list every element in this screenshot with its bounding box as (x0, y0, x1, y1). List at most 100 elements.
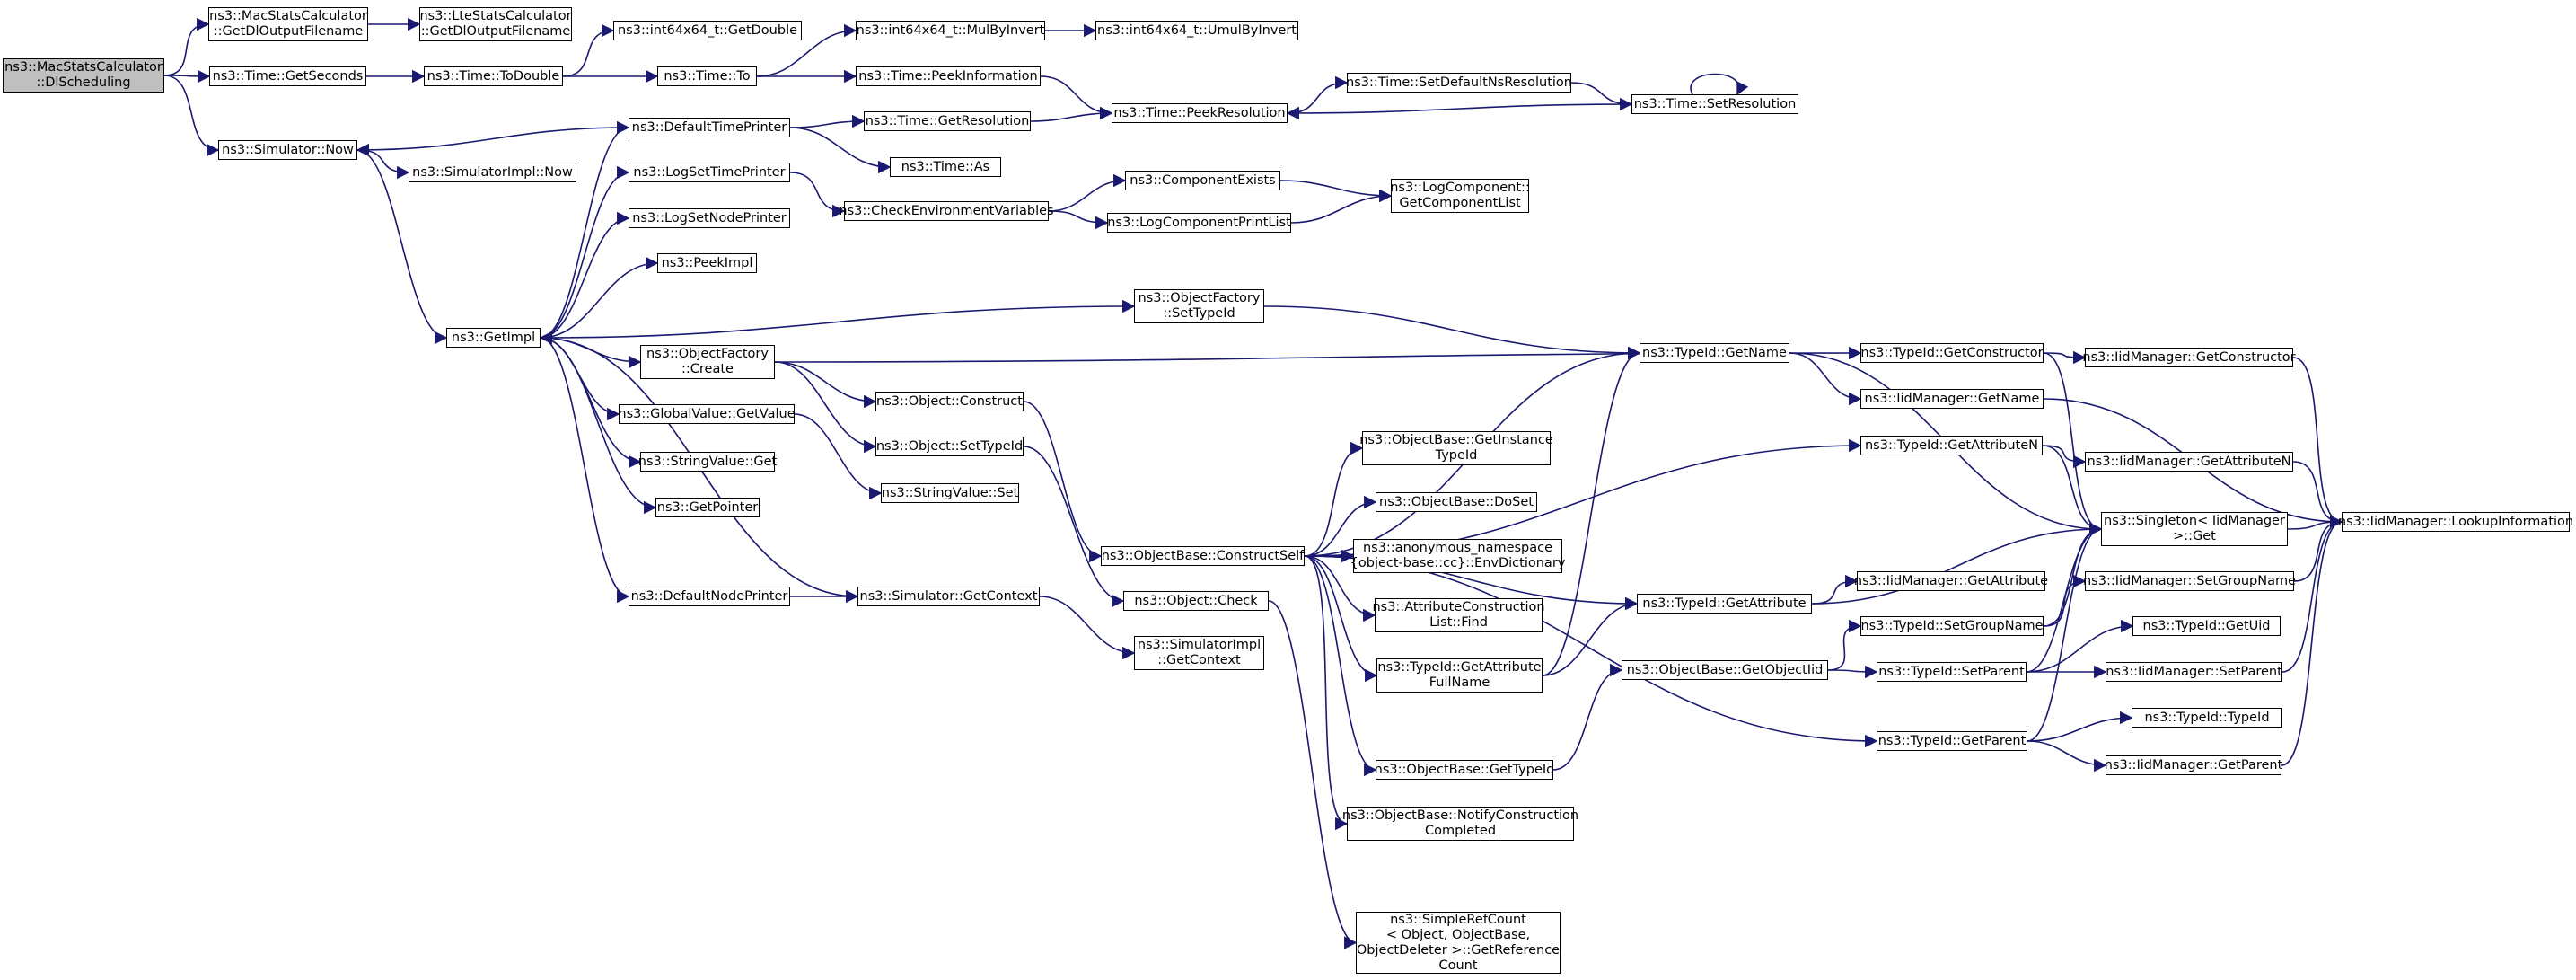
node-todouble[interactable]: ns3::Time::ToDouble (424, 66, 563, 86)
node-label-line: ns3::ObjectBase::GetObjectIid (1626, 662, 1824, 677)
node-iidgetattribute[interactable]: ns3::IidManager::GetAttribute (1854, 571, 2048, 591)
node-iidgetconstructor[interactable]: ns3::IidManager::GetConstructor (2082, 348, 2296, 367)
node-timeas[interactable]: ns3::Time::As (890, 157, 1001, 177)
node-obgettypeid[interactable]: ns3::ObjectBase::GetTypeId (1375, 760, 1554, 780)
node-peekimpl[interactable]: ns3::PeekImpl (657, 253, 757, 273)
node-mscgetdl[interactable]: ns3::MacStatsCalculator::GetDlOutputFile… (208, 7, 368, 41)
node-stringvalueget[interactable]: ns3::StringValue::Get (637, 452, 778, 472)
node-label-line: ns3::GetPointer (656, 499, 759, 515)
node-getimpl[interactable]: ns3::GetImpl (446, 328, 541, 348)
node-objcheck[interactable]: ns3::Object::Check (1123, 591, 1269, 611)
node-setdefaultns[interactable]: ns3::Time::SetDefaultNsResolution (1346, 73, 1572, 93)
node-peekresolution[interactable]: ns3::Time::PeekResolution (1112, 103, 1288, 123)
node-iidgetparent[interactable]: ns3::IidManager::GetParent (2105, 755, 2282, 775)
node-root[interactable]: ns3::MacStatsCalculator::DlScheduling (3, 58, 164, 93)
edge-typeidgetattrfullname-to-typeidgetname (1542, 346, 1641, 676)
edge-typeidsetparent-to-singletonget (2026, 522, 2103, 673)
node-getpointer[interactable]: ns3::GetPointer (655, 498, 760, 517)
node-lookupinformation[interactable]: ns3::IidManager::LookupInformation (2338, 512, 2573, 532)
node-label-line: ns3::TypeId::SetParent (1878, 664, 2025, 679)
node-label-line: ns3::IidManager::LookupInformation (2337, 514, 2574, 529)
node-logcompprintlist[interactable]: ns3::LogComponentPrintList (1107, 213, 1291, 233)
edge-getimpl-to-defaultnodeprinter (540, 337, 630, 604)
node-objsettypeid[interactable]: ns3::Object::SetTypeId (875, 437, 1024, 456)
node-typeidsetparent[interactable]: ns3::TypeId::SetParent (1877, 662, 2027, 682)
node-peekinformation[interactable]: ns3::Time::PeekInformation (856, 66, 1041, 86)
node-label-line: FullName (1429, 675, 1490, 690)
node-label-line: ns3::IidManager::SetGroupName (2082, 573, 2297, 588)
node-obdoset[interactable]: ns3::ObjectBase::DoSet (1376, 492, 1537, 512)
node-obgetobjectiid[interactable]: ns3::ObjectBase::GetObjectIid (1622, 660, 1828, 680)
node-componentexists[interactable]: ns3::ComponentExists (1125, 171, 1280, 190)
node-label-line: >::Get (2173, 529, 2216, 543)
node-label-line: ns3::CheckEnvironmentVariables (839, 203, 1054, 218)
node-obconstructself[interactable]: ns3::ObjectBase::ConstructSelf (1101, 546, 1305, 566)
node-envdictionary[interactable]: ns3::anonymous_namespace{object-base::cc… (1350, 539, 1565, 573)
node-label-line: ns3::TypeId::GetAttributeN (1864, 437, 2038, 453)
edge-iidsetparent-to-lookupinformation (2281, 515, 2343, 673)
node-label-line: ns3::GetImpl (451, 330, 536, 345)
node-checkenv[interactable]: ns3::CheckEnvironmentVariables (839, 201, 1054, 221)
node-label-line: ns3::TypeId::GetParent (1877, 733, 2027, 748)
node-simimplgetcontext[interactable]: ns3::SimulatorImpl::GetContext (1134, 636, 1264, 670)
node-singletonget[interactable]: ns3::Singleton< IidManager >::Get (2101, 512, 2288, 546)
edge-getimpl-to-getpointer (540, 337, 657, 515)
node-simimplnow[interactable]: ns3::SimulatorImpl::Now (409, 163, 576, 182)
node-typeidgetattributen[interactable]: ns3::TypeId::GetAttributeN (1860, 436, 2043, 455)
node-typeidsetgroupname[interactable]: ns3::TypeId::SetGroupName (1860, 616, 2044, 636)
node-getresolution[interactable]: ns3::Time::GetResolution (864, 111, 1031, 131)
node-globalvaluegetvalue[interactable]: ns3::GlobalValue::GetValue (618, 404, 796, 424)
node-iidsetgroupname[interactable]: ns3::IidManager::SetGroupName (2082, 571, 2297, 591)
node-label-line: ns3::LogComponentPrintList (1107, 215, 1291, 230)
edge-checkenv-to-logcompprintlist (1048, 210, 1109, 230)
node-simgetcontext[interactable]: ns3::Simulator::GetContext (857, 587, 1040, 606)
node-label-line: ns3::ObjectBase::NotifyConstruction (1341, 808, 1579, 823)
node-timeto[interactable]: ns3::Time::To (657, 66, 757, 86)
node-getcomponentlist[interactable]: ns3::LogComponent::GetComponentList (1390, 179, 1530, 213)
edge-logsettimeprinter-to-checkenv (789, 172, 846, 218)
node-iidsetparent[interactable]: ns3::IidManager::SetParent (2106, 662, 2282, 682)
node-ofsettypeid[interactable]: ns3::ObjectFactory::SetTypeId (1134, 289, 1264, 323)
node-getdouble[interactable]: ns3::int64x64_t::GetDouble (613, 21, 802, 40)
node-label-line: ns3::GlobalValue::GetValue (618, 406, 796, 421)
node-logsettimeprinter[interactable]: ns3::LogSetTimePrinter (629, 163, 790, 182)
node-ofcreate[interactable]: ns3::ObjectFactory::Create (640, 345, 775, 379)
node-umulbyinvert[interactable]: ns3::int64x64_t::UmulByInvert (1095, 21, 1298, 40)
node-simplerefcount[interactable]: ns3::SimpleRefCount< Object, ObjectBase,… (1356, 912, 1561, 974)
node-defaulttimeprinter[interactable]: ns3::DefaultTimePrinter (629, 118, 790, 137)
edge-peekinformation-to-peekresolution (1040, 75, 1113, 120)
edge-obconstructself-to-obnotifyconstruction (1304, 555, 1349, 831)
edge-setdefaultns-to-setresolution (1570, 82, 1633, 111)
node-label-line: ::GetDlOutputFilename (420, 24, 571, 39)
node-typeidgetconstructor[interactable]: ns3::TypeId::GetConstructor (1860, 343, 2044, 363)
node-simnow[interactable]: ns3::Simulator::Now (218, 140, 357, 160)
node-label-line: ns3::StringValue::Get (637, 454, 778, 469)
node-logsetnodeprinter[interactable]: ns3::LogSetNodePrinter (629, 208, 790, 228)
edge-obgettypeid-to-obgetobjectiid (1552, 663, 1623, 771)
node-getseconds[interactable]: ns3::Time::GetSeconds (209, 66, 366, 86)
node-setresolution[interactable]: ns3::Time::SetResolution (1631, 94, 1798, 114)
edge-typeidgetconstructor-to-iidgetconstructor (2043, 350, 2087, 365)
node-defaultnodeprinter[interactable]: ns3::DefaultNodePrinter (629, 587, 790, 606)
node-label-line: ns3::LteStatsCalculator (419, 9, 572, 23)
node-stringvalueset[interactable]: ns3::StringValue::Set (881, 483, 1019, 503)
node-mulbyinvert[interactable]: ns3::int64x64_t::MulByInvert (856, 21, 1045, 40)
edge-ofcreate-to-objconstruct (774, 361, 877, 409)
node-objconstruct[interactable]: ns3::Object::Construct (875, 392, 1024, 411)
edge-logcompprintlist-to-getcomponentlist (1290, 189, 1393, 224)
node-typeidgetname[interactable]: ns3::TypeId::GetName (1640, 343, 1789, 363)
node-iidgetattributen[interactable]: ns3::IidManager::GetAttributeN (2085, 452, 2293, 472)
node-typeidtypeid[interactable]: ns3::TypeId::TypeId (2132, 708, 2282, 728)
node-typeidgetparent[interactable]: ns3::TypeId::GetParent (1877, 731, 2027, 751)
node-typeidgetuid[interactable]: ns3::TypeId::GetUid (2132, 616, 2281, 636)
node-iidgetname[interactable]: ns3::IidManager::GetName (1860, 389, 2044, 409)
node-label-line: ::GetContext (1157, 653, 1241, 667)
node-typeidgetattribute[interactable]: ns3::TypeId::GetAttribute (1637, 594, 1812, 614)
node-lscgetdl[interactable]: ns3::LteStatsCalculator::GetDlOutputFile… (419, 7, 572, 41)
node-label-line: ns3::Time::GetSeconds (212, 68, 364, 84)
